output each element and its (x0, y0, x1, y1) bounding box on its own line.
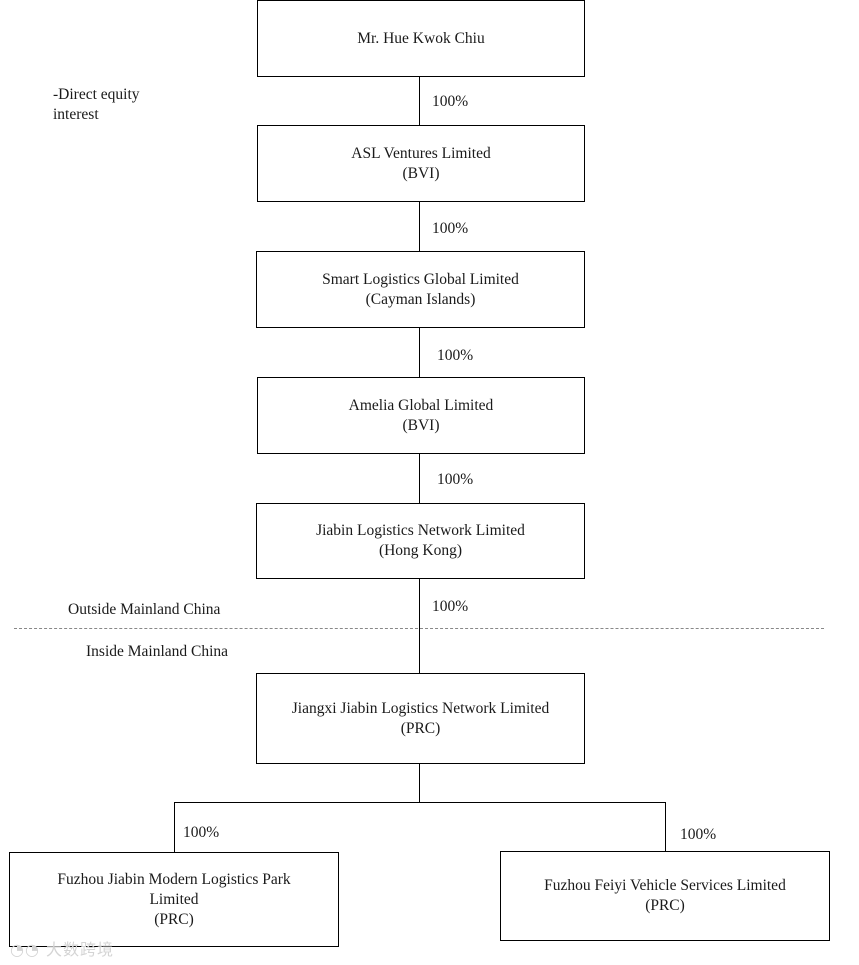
watermark-text: 大数跨境 (46, 940, 115, 959)
entity-fuzhou-feiyi-jurisdiction: (PRC) (645, 897, 685, 914)
legend-line-2: interest (53, 106, 99, 123)
entity-fuzhou-park-name-1: Fuzhou Jiabin Modern Logistics Park (57, 870, 291, 888)
connector-branch-horizontal (174, 802, 666, 803)
entity-owner: Mr. Hue Kwok Chiu (257, 0, 585, 77)
entity-amelia-global: Amelia Global Limited (BVI) (257, 377, 585, 454)
connector-branch-left (174, 802, 175, 853)
inside-mainland-label: Inside Mainland China (86, 643, 229, 660)
outside-mainland-label: Outside Mainland China (68, 601, 221, 618)
entity-fuzhou-feiyi-name: Fuzhou Feiyi Vehicle Services Limited (544, 877, 786, 894)
connector-smart-amelia (419, 327, 420, 378)
connector-jiabin-hk-jiangxi (419, 578, 420, 674)
pct-smart-amelia: 100% (437, 347, 474, 364)
entity-smart-logistics: Smart Logistics Global Limited (Cayman I… (256, 251, 585, 328)
entity-jiabin-hk-jurisdiction: (Hong Kong) (378, 542, 463, 559)
entity-smart-name: Smart Logistics Global Limited (322, 270, 519, 288)
connector-branch-right (665, 802, 666, 852)
watermark: ◔◔ 大数跨境 (10, 936, 114, 960)
connector-asl-smart (419, 201, 420, 252)
mainland-boundary-line (14, 628, 824, 629)
pct-owner-asl: 100% (432, 93, 469, 110)
entity-fuzhou-feiyi: Fuzhou Feiyi Vehicle Services Limited (P… (500, 851, 830, 941)
pct-asl-smart: 100% (432, 220, 469, 237)
connector-owner-asl (419, 76, 420, 126)
entity-jiangxi-jiabin: Jiangxi Jiabin Logistics Network Limited… (256, 673, 585, 764)
connector-amelia-jiabin-hk (419, 453, 420, 504)
connector-jiangxi-branch (419, 763, 420, 802)
entity-amelia-name: Amelia Global Limited (348, 396, 494, 414)
pct-jiangxi-fuzhou-feiyi: 100% (680, 826, 717, 843)
entity-fuzhou-park-name-2: Limited (149, 890, 199, 908)
entity-jiabin-hk-name: Jiabin Logistics Network Limited (316, 522, 525, 539)
pct-amelia-jiabin-hk: 100% (437, 471, 474, 488)
entity-asl-name: ASL Ventures Limited (351, 144, 491, 162)
entity-jiangxi-jurisdiction: (PRC) (400, 719, 441, 737)
entity-asl-jurisdiction: (BVI) (402, 164, 440, 182)
entity-fuzhou-park: Fuzhou Jiabin Modern Logistics Park Limi… (9, 852, 339, 947)
entity-amelia-jurisdiction: (BVI) (402, 416, 440, 434)
legend-line-1: -Direct equity (53, 86, 140, 103)
entity-smart-jurisdiction: (Cayman Islands) (365, 290, 476, 308)
pct-jiabin-hk-jiangxi: 100% (432, 598, 469, 615)
watermark-logo-icon: ◔◔ (10, 940, 40, 959)
entity-owner-name: Mr. Hue Kwok Chiu (357, 29, 485, 47)
entity-jiangxi-name: Jiangxi Jiabin Logistics Network Limited (291, 699, 550, 717)
entity-jiabin-hk: Jiabin Logistics Network Limited (Hong K… (256, 503, 585, 579)
entity-fuzhou-park-jurisdiction: (PRC) (154, 910, 194, 928)
entity-asl-ventures: ASL Ventures Limited (BVI) (257, 125, 585, 202)
pct-jiangxi-fuzhou-park: 100% (183, 824, 220, 841)
